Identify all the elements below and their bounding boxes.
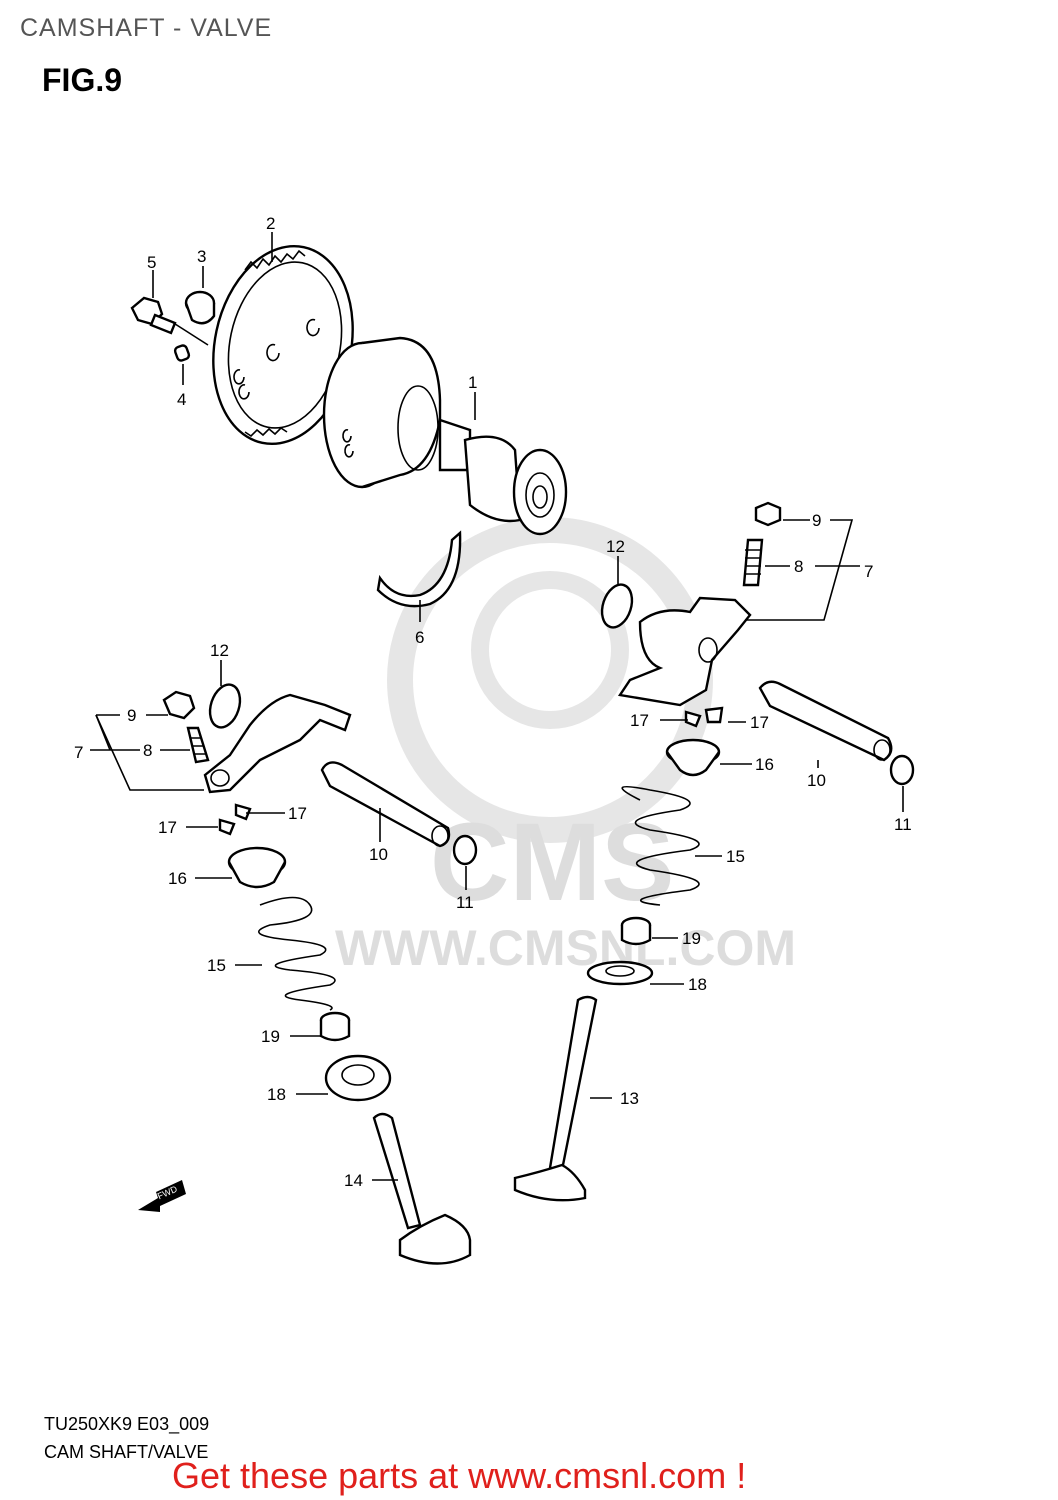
o-ring-left-upper [208,683,242,729]
callout-11-left: 11 [456,893,474,912]
rocker-arm-left [203,693,352,794]
callout-17-right-a: 17 [630,711,649,730]
callout-6: 6 [415,628,424,647]
page-title: CAMSHAFT - VALVE [20,14,273,42]
figure-number: FIG.9 [42,62,123,98]
locknut-right [754,501,782,527]
watermark: CMS WWW.CMSNL.COM [335,517,796,976]
callout-8-right: 8 [794,557,803,576]
cotter-right [684,706,724,728]
callout-18-right: 18 [688,975,707,994]
callout-7-left: 7 [74,743,83,762]
callout-5: 5 [147,253,156,272]
callout-14: 14 [344,1171,363,1190]
rocker-arm-right [617,596,752,707]
camshaft [322,336,568,536]
callouts: 1 2 3 4 5 6 7 8 9 12 17 17 16 10 11 15 1… [74,214,912,1190]
o-ring-right-upper [600,583,634,629]
callout-19-left: 19 [261,1027,280,1046]
adjuster-screw-left [186,726,210,764]
callout-17-left-a: 17 [288,804,307,823]
retainer-right [665,738,721,777]
leader-lines [90,232,904,1181]
callout-2: 2 [266,214,275,233]
valve-spring-left [257,896,336,1011]
bolt [130,296,177,335]
callout-7-right: 7 [864,562,873,581]
callout-10-left: 10 [369,845,388,864]
callout-4: 4 [177,390,186,409]
callout-8-left: 8 [143,741,152,760]
o-ring-left-lower [452,834,478,866]
retainer-left [227,846,287,889]
shaft-right [758,680,893,762]
stem-seal-left [319,1011,351,1042]
shaft-left [320,761,451,848]
bush [184,290,216,325]
exhaust-valve [372,1112,472,1265]
callout-12-right: 12 [606,537,625,556]
callout-18-left: 18 [267,1085,286,1104]
callout-16-left: 16 [168,869,187,888]
thrust-plate [376,530,462,608]
adjuster-screw-right [742,538,764,587]
diagram-caption: CAM SHAFT/VALVE [44,1442,209,1462]
callout-19-right: 19 [682,929,701,948]
callout-17-right-b: 17 [750,713,769,732]
stem-seal-right [620,916,652,946]
spring-seat-right [586,960,654,986]
callout-16-right: 16 [755,755,774,774]
locknut-left [162,690,196,720]
intake-valve [513,995,598,1202]
cotter-left [218,803,252,836]
o-ring-right-lower [889,754,915,786]
callout-12-left: 12 [210,641,229,660]
callout-17-left-b: 17 [158,818,177,837]
watermark-url: WWW.CMSNL.COM [335,920,796,976]
callout-3: 3 [197,247,206,266]
valve-spring-right [621,785,700,906]
callout-9-left: 9 [127,706,136,725]
cta-link[interactable]: Get these parts at www.cmsnl.com ! [172,1455,747,1496]
spring-seat-left [324,1054,392,1102]
callout-13: 13 [620,1089,639,1108]
callout-11-right: 11 [894,815,912,834]
callout-10-right: 10 [807,771,826,790]
callout-9-right: 9 [812,511,821,530]
callout-15-left: 15 [207,956,226,975]
pin [173,344,191,362]
callout-1: 1 [468,373,477,392]
diagram-code: TU250XK9 E03_009 [44,1414,210,1434]
callout-15-right: 15 [726,847,745,866]
fwd-arrow: FWD [138,1180,186,1212]
